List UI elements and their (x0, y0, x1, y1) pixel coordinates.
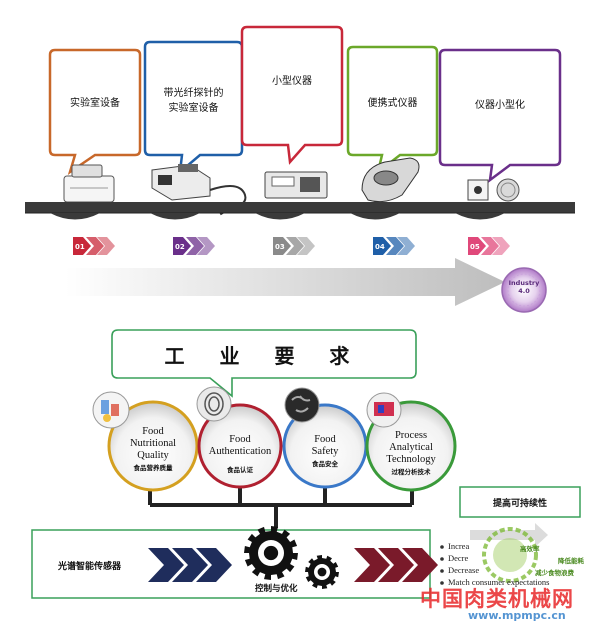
requirements-title: 工 业 要 求 (164, 344, 364, 368)
sustainability-title: 提高可持续性 (492, 499, 547, 509)
watermark-logo (482, 527, 538, 583)
sustainability-list: Increa Decre Decrease Match consumer exp… (448, 541, 550, 589)
step-number-04: 04 (375, 243, 385, 251)
control-label: 控制与优化 (255, 584, 298, 594)
stage-label-2: 带光纤探针的 实验室设备 (163, 88, 224, 114)
focus-text-safety: Food Safety 食品安全 (285, 434, 365, 468)
overlay-energy: 降低能耗 (558, 557, 584, 565)
focus-en-safety: Food Safety (311, 434, 339, 458)
stage-bubble-4 (346, 45, 439, 176)
step-number-03: 03 (275, 243, 285, 251)
stage-bubble-5 (438, 48, 562, 183)
focus-text-pat: Process Analytical Technology 过程分析技术 (368, 430, 454, 476)
step-marker-05: 05 (468, 237, 510, 255)
industry-badge-line1: Industry (508, 279, 540, 287)
darkred-chevrons (354, 548, 438, 582)
step-number-01: 01 (75, 243, 85, 251)
timeline-belt (25, 202, 575, 220)
focus-zh-nutrition: 食品营养质量 (133, 464, 173, 473)
requirements-callout (111, 329, 417, 398)
stage-bubble-2 (143, 40, 244, 176)
focus-connector (148, 488, 414, 528)
stage-bubble-3 (240, 25, 344, 165)
stage-label-1: 实验室设备 (70, 98, 120, 109)
step-marker-01: 01 (73, 237, 115, 255)
sustainability-box (459, 486, 581, 518)
lab-equipment-icon (63, 164, 115, 203)
focus-text-nutrition: Food Nutritional Quality 食品营养质量 (113, 426, 193, 472)
sustainability-bullets (440, 545, 444, 585)
process-photo-icon (366, 392, 402, 428)
focus-en-pat: Process Analytical Technology (386, 430, 436, 466)
focus-en-nutrition: Food Nutritional Quality (129, 426, 177, 462)
focus-zh-authentication: 食品认证 (227, 466, 253, 475)
navy-chevrons (148, 548, 232, 582)
focus-en-authentication: Food Authentication (208, 434, 272, 458)
large-gear-icon (244, 526, 298, 580)
sustainability-item-3: Decrease (448, 565, 480, 575)
step-marker-03: 03 (273, 237, 315, 255)
step-number-02: 02 (175, 243, 185, 251)
fingerprint-photo-icon (196, 386, 232, 422)
watermark-url: www.mpmpc.cn (468, 609, 566, 622)
stage-label-5: 仪器小型化 (475, 100, 525, 111)
industry-badge-text: Industry 4.0 (502, 279, 546, 296)
small-gear-icon (305, 555, 339, 589)
stage-label-4: 便携式仪器 (367, 98, 418, 109)
miniaturized-instrument-icon (467, 178, 520, 202)
industry-badge-line2: 4.0 (518, 287, 530, 296)
step-marker-02: 02 (173, 237, 215, 255)
sustainability-item-4: Match consumer expectations (448, 577, 550, 587)
small-instrument-icon (264, 171, 328, 199)
overlay-waste: 减少食物浪费 (535, 569, 574, 577)
step-markers: 01 02 03 04 05 (73, 237, 510, 255)
focus-zh-pat: 过程分析技术 (391, 468, 431, 477)
focus-circle-authentication (197, 403, 283, 489)
stage-bubble-1 (48, 48, 142, 175)
overlay-efficiency: 高效率 (520, 545, 540, 553)
industry-badge (501, 267, 547, 313)
nutrition-photo-icon (92, 391, 130, 429)
focus-zh-safety: 食品安全 (312, 460, 338, 469)
focus-text-authentication: Food Authentication 食品认证 (200, 434, 280, 474)
watermark-cn: 中国肉类机械网 (420, 587, 574, 611)
step-marker-04: 04 (373, 237, 415, 255)
sustainability-arrow (470, 523, 548, 547)
portable-instrument-icon (361, 157, 420, 203)
sustainability-item-2: Decre (448, 553, 469, 563)
step-number-05: 05 (470, 243, 480, 251)
focus-circle-nutrition (107, 400, 199, 492)
bacteria-photo-icon (284, 387, 320, 423)
stage-label-3: 小型仪器 (272, 76, 312, 87)
sustainability-item-1: Increa (448, 541, 470, 551)
progress-arrow (65, 258, 505, 306)
sensor-label: 光谱智能传感器 (58, 562, 122, 572)
